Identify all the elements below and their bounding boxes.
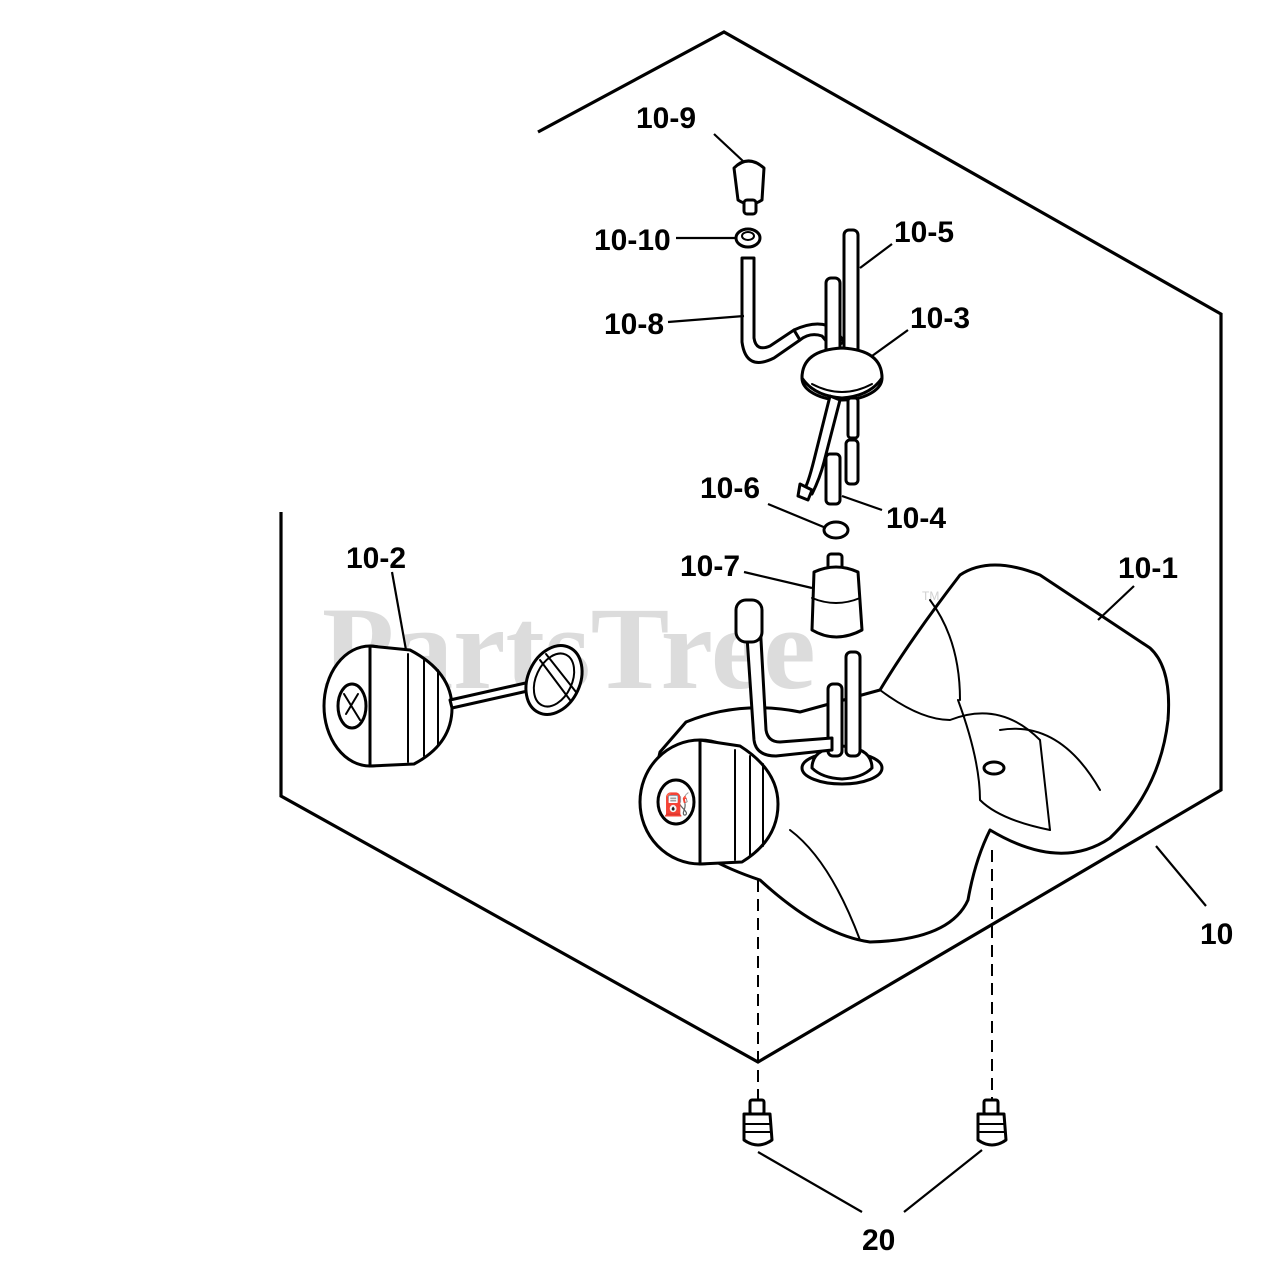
tank-fuel-lines bbox=[734, 598, 862, 758]
callout-20: 20 bbox=[862, 1224, 895, 1257]
callout-10-1: 10-1 bbox=[1118, 552, 1178, 585]
screw-right bbox=[976, 1098, 1008, 1147]
fuel-cap bbox=[322, 644, 584, 768]
callout-10-4: 10-4 bbox=[886, 502, 946, 535]
callout-10-3: 10-3 bbox=[910, 302, 970, 335]
part-10-10 bbox=[734, 227, 762, 249]
callout-10-9: 10-9 bbox=[636, 102, 696, 135]
callout-10-2: 10-2 bbox=[346, 542, 406, 575]
callout-10-6: 10-6 bbox=[700, 472, 760, 505]
watermark-trademark: TM bbox=[922, 589, 939, 603]
fuel-tank bbox=[655, 563, 1171, 944]
part-10-4 bbox=[824, 438, 860, 506]
part-10-3 bbox=[796, 228, 884, 502]
callout-10-10: 10-10 bbox=[594, 224, 671, 257]
screw-left bbox=[742, 1098, 774, 1147]
leader-lines bbox=[390, 133, 1207, 1213]
part-10-7 bbox=[810, 552, 864, 639]
callouts: 10-9 10-10 10-5 10-8 10-3 10-6 10-4 10-2… bbox=[346, 102, 1233, 1257]
assembly-frame bbox=[279, 30, 1223, 1064]
callout-10-7: 10-7 bbox=[680, 550, 740, 583]
cap-symbol-icon: ⛽ bbox=[663, 792, 690, 817]
assembly-guides bbox=[757, 850, 993, 1100]
callout-10: 10 bbox=[1200, 918, 1233, 951]
callout-10-5: 10-5 bbox=[894, 216, 954, 249]
part-10-9 bbox=[732, 159, 766, 216]
part-10-6 bbox=[822, 520, 850, 540]
callout-10-8: 10-8 bbox=[604, 308, 664, 341]
tank-fuel-cap: ⛽ bbox=[638, 738, 780, 866]
